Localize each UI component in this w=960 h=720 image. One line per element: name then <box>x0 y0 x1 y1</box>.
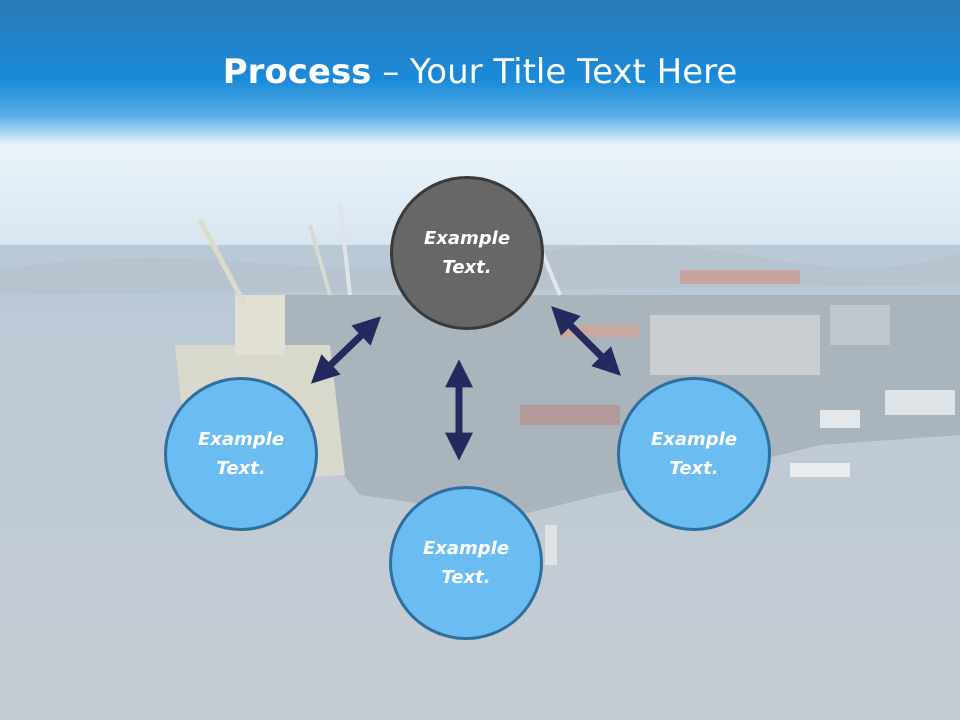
node-right-line1: Example <box>650 429 738 450</box>
title-rest-text: – Your Title Text Here <box>371 52 738 92</box>
harbor-background-photo <box>0 145 960 720</box>
arrow-center-right <box>551 306 621 376</box>
node-center-line1: Example <box>423 228 511 249</box>
node-left-line2: Text. <box>216 458 266 479</box>
node-right-line2: Text. <box>669 458 719 479</box>
node-bottom-line2: Text. <box>441 567 491 588</box>
process-node-left: Example Text. <box>164 377 318 531</box>
node-bottom-line1: Example <box>422 538 510 559</box>
process-node-center: Example Text. <box>390 176 544 330</box>
arrow-center-left <box>310 316 382 384</box>
process-node-bottom: Example Text. <box>389 486 543 640</box>
slide-title: Process – Your Title Text Here <box>0 52 960 92</box>
node-center-line2: Text. <box>442 257 492 278</box>
process-node-right: Example Text. <box>617 377 771 531</box>
title-bar <box>0 0 960 145</box>
node-left-line1: Example <box>197 429 285 450</box>
title-bold-text: Process <box>222 52 372 92</box>
